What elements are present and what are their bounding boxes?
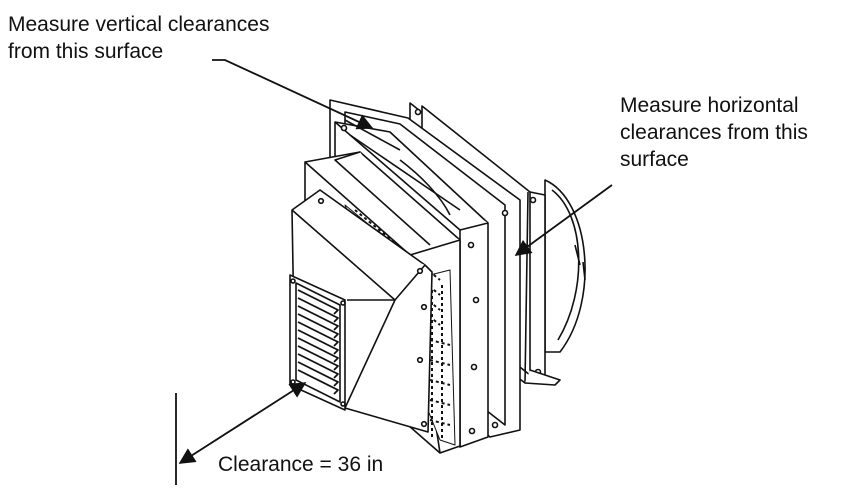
- rear-collar: [544, 179, 586, 353]
- clearance-value-label: Clearance = 36 in: [218, 453, 384, 476]
- louver-grille: [289, 274, 346, 411]
- horizontal-label-line1: Measure horizontal: [620, 94, 799, 117]
- horizontal-label-line2: clearances from this: [620, 121, 808, 144]
- top-ribs: [344, 119, 461, 216]
- vertical-label-line1: Measure vertical clearances: [8, 13, 270, 36]
- horizontal-leader: [514, 184, 613, 256]
- vertical-label-line2: from this surface: [8, 40, 164, 63]
- horizontal-label-line3: surface: [620, 148, 689, 171]
- vertical-leader: [212, 59, 374, 130]
- clearance-arrow: [178, 382, 307, 464]
- vertical-clearance-label: Measure vertical clearances from this su…: [8, 11, 269, 65]
- horizontal-clearance-label: Measure horizontal clearances from this …: [620, 92, 808, 173]
